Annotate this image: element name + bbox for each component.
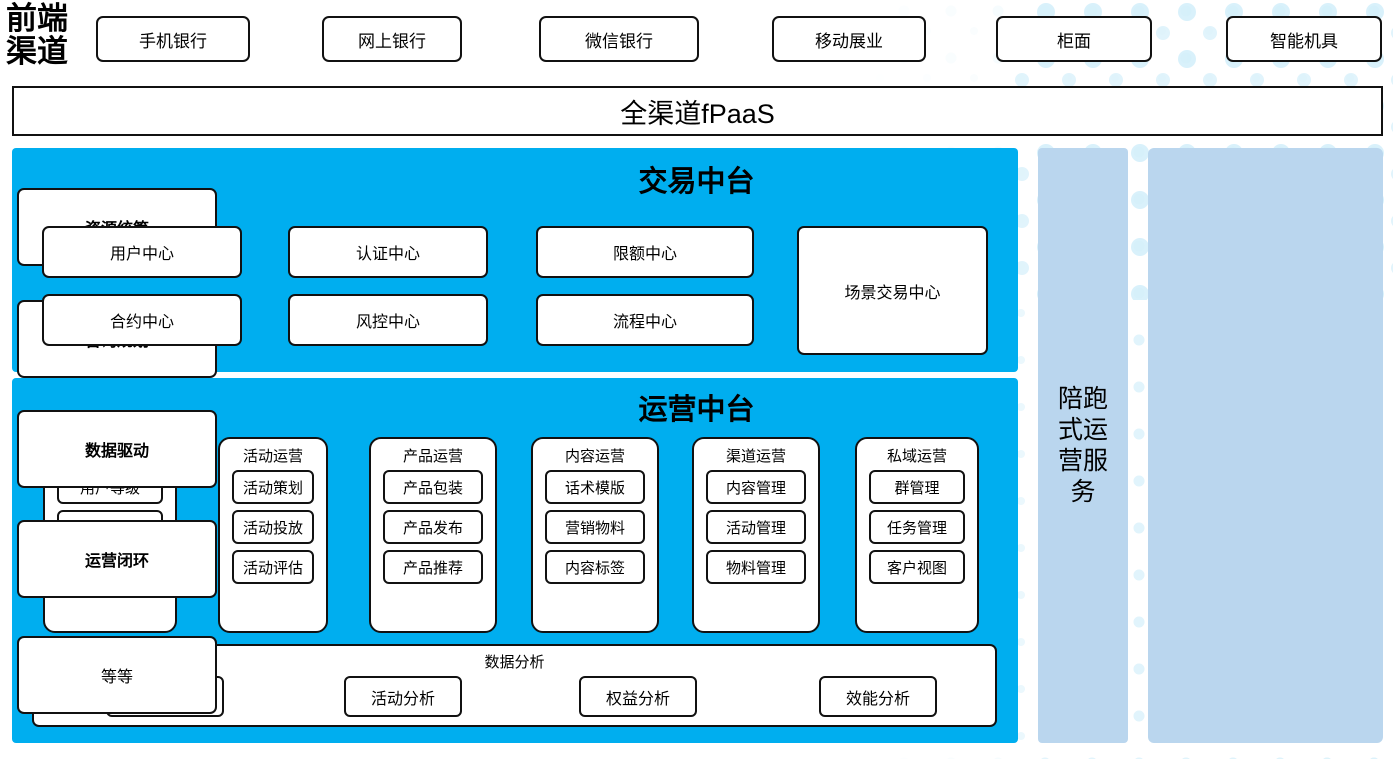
fpaas-label: 全渠道fPaaS bbox=[620, 98, 775, 129]
analysis-item-efficiency[interactable]: 效能分析 bbox=[819, 676, 937, 717]
channel-box-online-bank[interactable]: 网上银行 bbox=[322, 16, 462, 62]
channel-label: 网上银行 bbox=[358, 31, 426, 51]
analysis-item-benefit[interactable]: 权益分析 bbox=[579, 676, 697, 717]
channel-label: 移动展业 bbox=[815, 31, 883, 51]
channel-label: 智能机具 bbox=[1270, 31, 1338, 51]
data-analysis-title: 数据分析 bbox=[484, 654, 545, 671]
operation-item[interactable]: 客户视图 bbox=[869, 550, 965, 584]
channel-label: 手机银行 bbox=[139, 31, 207, 51]
operation-column-title: 产品运营 bbox=[402, 448, 463, 465]
operation-item[interactable]: 任务管理 bbox=[869, 510, 965, 544]
trade-box-label: 认证中心 bbox=[355, 246, 420, 263]
operation-item[interactable]: 群管理 bbox=[869, 470, 965, 504]
operation-item[interactable]: 营销物料 bbox=[545, 510, 645, 544]
omnichannel-fpaas-bar[interactable]: 全渠道fPaaS bbox=[12, 86, 1383, 136]
trade-platform-title: 交易中台 bbox=[638, 166, 755, 198]
trade-box-process-center[interactable]: 流程中心 bbox=[536, 294, 754, 346]
trade-box-scene-trade-center[interactable]: 场景交易中心 bbox=[797, 226, 988, 355]
operation-column-title: 活动运营 bbox=[242, 448, 303, 465]
channel-label: 微信银行 bbox=[585, 31, 653, 51]
operation-column-product[interactable]: 产品运营 产品包装 产品发布 产品推荐 bbox=[369, 437, 497, 633]
trade-box-label: 合约中心 bbox=[109, 314, 174, 331]
accompanying-operation-service-column[interactable]: 陪跑式运营服务 bbox=[1038, 148, 1128, 743]
operation-item[interactable]: 活动评估 bbox=[232, 550, 314, 584]
operation-column-private-domain[interactable]: 私域运营 群管理 任务管理 客户视图 bbox=[855, 437, 979, 633]
trade-box-limit-center[interactable]: 限额中心 bbox=[536, 226, 754, 278]
channel-label: 柜面 bbox=[1057, 31, 1091, 51]
operation-item[interactable]: 活动策划 bbox=[232, 470, 314, 504]
trade-box-contract-center[interactable]: 合约中心 bbox=[42, 294, 242, 346]
operation-column-title: 渠道运营 bbox=[725, 448, 786, 465]
trade-box-label: 风控中心 bbox=[355, 314, 420, 331]
operation-column-channel[interactable]: 渠道运营 内容管理 活动管理 物料管理 bbox=[692, 437, 820, 633]
trade-box-label: 流程中心 bbox=[612, 314, 677, 331]
operation-item[interactable]: 话术模版 bbox=[545, 470, 645, 504]
operation-item[interactable]: 内容管理 bbox=[706, 470, 806, 504]
trade-box-user-center[interactable]: 用户中心 bbox=[42, 226, 242, 278]
channel-box-counter[interactable]: 柜面 bbox=[996, 16, 1152, 62]
value-item-operation-closed-loop[interactable]: 运营闭环 bbox=[17, 520, 217, 598]
operation-column-campaign[interactable]: 活动运营 活动策划 活动投放 活动评估 bbox=[218, 437, 328, 633]
value-item-etc[interactable]: 等等 bbox=[17, 636, 217, 714]
operation-item[interactable]: 活动管理 bbox=[706, 510, 806, 544]
trade-box-label: 场景交易中心 bbox=[844, 284, 941, 302]
frontend-channel-label: 前端渠道 bbox=[6, 1, 68, 69]
service-value-column bbox=[1148, 148, 1383, 743]
operation-platform-title: 运营中台 bbox=[638, 394, 755, 426]
channel-box-mobile-bank[interactable]: 手机银行 bbox=[96, 16, 250, 62]
operation-column-title: 内容运营 bbox=[564, 448, 625, 465]
analysis-item-campaign[interactable]: 活动分析 bbox=[344, 676, 462, 717]
operation-item[interactable]: 物料管理 bbox=[706, 550, 806, 584]
operation-item[interactable]: 产品发布 bbox=[383, 510, 483, 544]
operation-item[interactable]: 产品推荐 bbox=[383, 550, 483, 584]
operation-column-content[interactable]: 内容运营 话术模版 营销物料 内容标签 bbox=[531, 437, 659, 633]
operation-item[interactable]: 产品包装 bbox=[383, 470, 483, 504]
operation-item[interactable]: 内容标签 bbox=[545, 550, 645, 584]
trade-box-riskcontrol-center[interactable]: 风控中心 bbox=[288, 294, 488, 346]
value-item-data-driven[interactable]: 数据驱动 bbox=[17, 410, 217, 488]
channel-box-mobile-business[interactable]: 移动展业 bbox=[772, 16, 926, 62]
trade-box-label: 限额中心 bbox=[612, 246, 677, 263]
trade-box-label: 用户中心 bbox=[109, 246, 174, 263]
trade-box-auth-center[interactable]: 认证中心 bbox=[288, 226, 488, 278]
operation-column-title: 私域运营 bbox=[886, 448, 947, 465]
channel-box-smart-machine[interactable]: 智能机具 bbox=[1226, 16, 1382, 62]
operation-item[interactable]: 活动投放 bbox=[232, 510, 314, 544]
channel-box-wechat-bank[interactable]: 微信银行 bbox=[539, 16, 699, 62]
